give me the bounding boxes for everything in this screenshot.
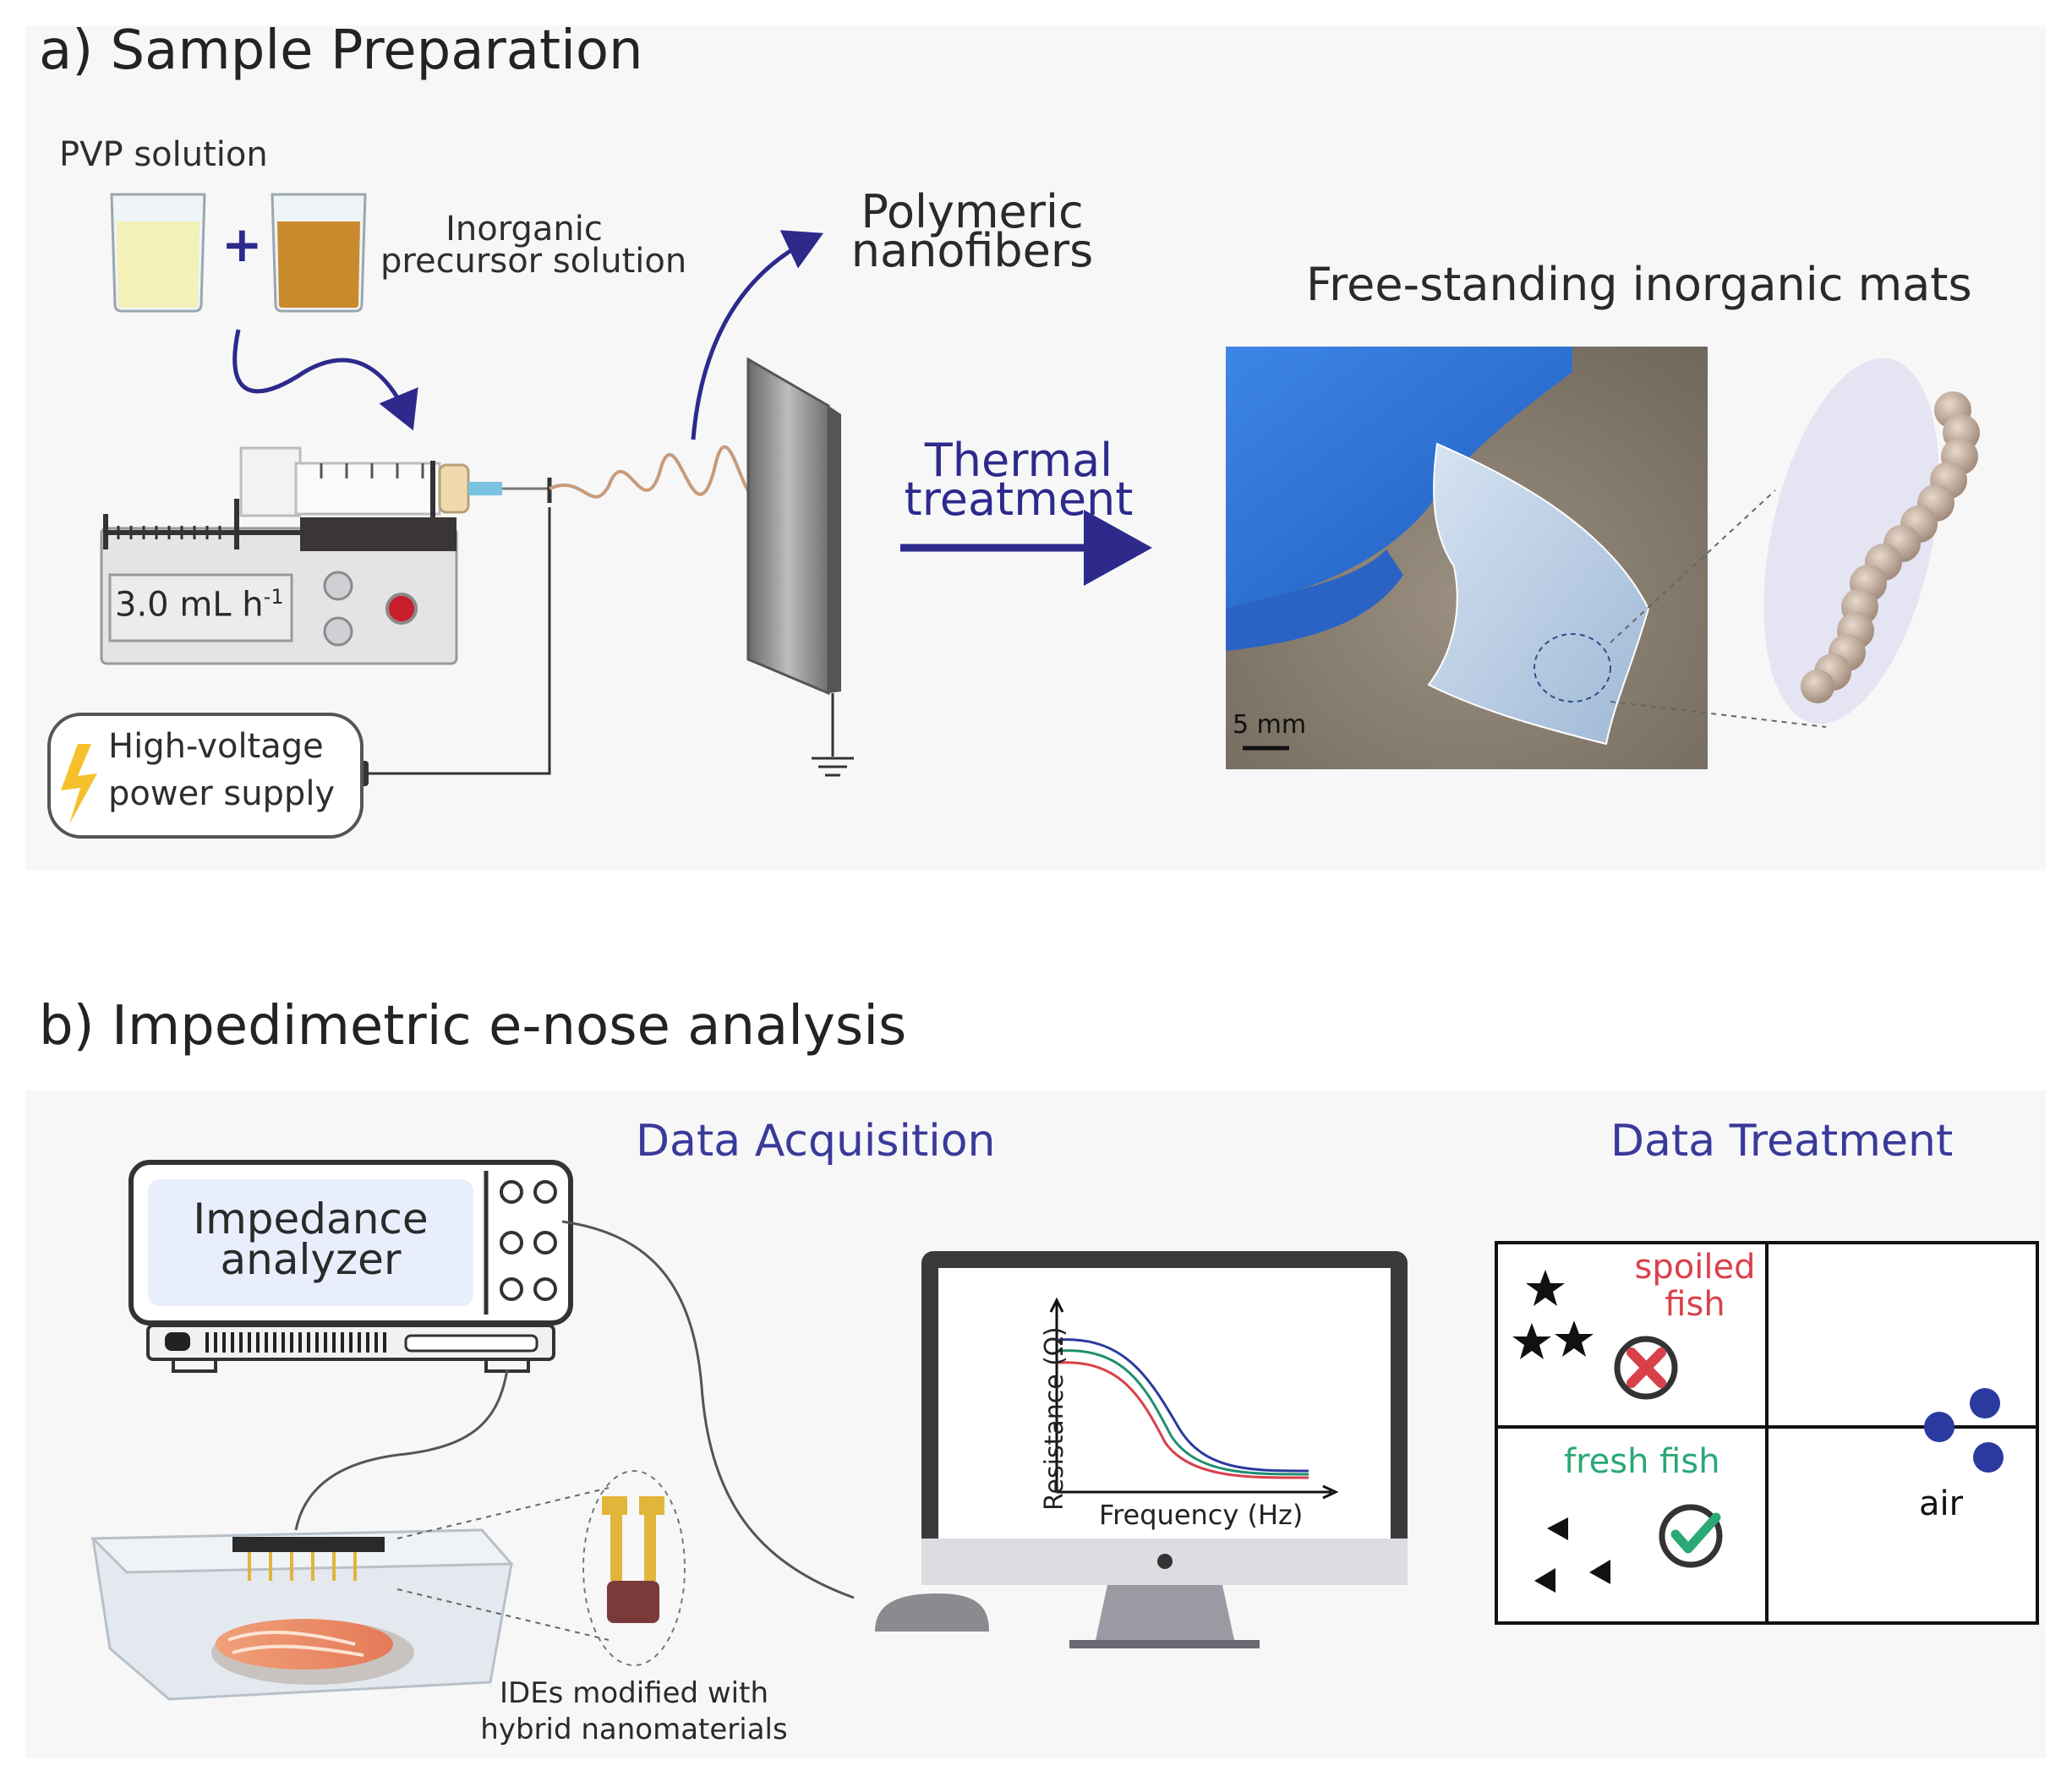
ide-sensor — [602, 1496, 664, 1623]
plot-x-label: Frequency (Hz) — [1099, 1499, 1304, 1531]
inorganic-label-line1: Inorganic — [446, 210, 603, 249]
section-b-title: b) Impedimetric e-nose analysis — [39, 995, 907, 1058]
ides-label-line1: IDEs modified with — [499, 1676, 769, 1710]
section-a-title: a) Sample Preparation — [39, 19, 643, 82]
air-markers — [1924, 1388, 2004, 1473]
food-container — [90, 1528, 515, 1701]
fiber-zoom — [1763, 358, 1939, 724]
mat-photo — [1226, 347, 1708, 769]
mix-arrow — [232, 329, 418, 431]
nanofiber-arrow — [691, 230, 824, 440]
air-label: air — [1919, 1484, 1964, 1523]
fresh-label: fresh fish — [1564, 1442, 1720, 1481]
impedance-analyzer — [128, 1160, 573, 1373]
pvp-beaker — [110, 193, 206, 313]
spoiled-markers — [1512, 1270, 1594, 1359]
thermal-label-line2: treatment — [904, 473, 1134, 526]
power-supply-box — [47, 713, 364, 839]
scale-bar-label: 5 mm — [1233, 710, 1307, 740]
check-icon — [1659, 1504, 1723, 1568]
mats-title: Free-standing inorganic mats — [1306, 258, 1972, 311]
cable-to-box — [294, 1369, 509, 1531]
section-a-panel — [25, 25, 2046, 871]
ides-label-line2: hybrid nanomaterials — [480, 1713, 788, 1746]
thermal-label-line1: Thermal — [924, 434, 1113, 487]
classification-plot — [1495, 1241, 2039, 1625]
reject-icon — [1614, 1336, 1678, 1400]
power-label-line1: High-voltage — [108, 727, 324, 766]
hv-wire — [364, 507, 551, 775]
cable-to-mouse — [561, 1220, 855, 1599]
ide-zoom — [582, 1470, 686, 1666]
analyzer-label-line2: analyzer — [220, 1235, 402, 1284]
nanofibers-label-line1: Polymeric — [861, 185, 1084, 238]
precursor-beaker — [271, 193, 367, 313]
pvp-label: PVP solution — [59, 135, 268, 174]
nanofibers-label-line2: nanofibers — [850, 224, 1094, 277]
analyzer-label-line1: Impedance — [193, 1194, 429, 1244]
inorganic-label-line2: precursor solution — [380, 242, 687, 281]
ground-icon — [812, 757, 854, 777]
spoiled-label-line2: fish — [1665, 1285, 1725, 1324]
collector-plate — [746, 357, 830, 696]
spoiled-label-line1: spoiled — [1634, 1248, 1756, 1287]
lightning-icon — [61, 744, 97, 824]
plus-sign: + — [221, 216, 263, 273]
power-label-line2: power supply — [108, 774, 336, 813]
mouse — [875, 1593, 989, 1632]
plot-y-label: Resistance (Ω) — [1039, 1326, 1069, 1511]
acquisition-title: Data Acquisition — [636, 1116, 996, 1167]
flow-rate-display: 3.0 mL h-1 — [115, 585, 284, 625]
syringe-pump — [100, 446, 549, 665]
nanofiber-beads — [1801, 391, 1980, 703]
monitor — [921, 1251, 1408, 1648]
treatment-title: Data Treatment — [1610, 1116, 1954, 1167]
fresh-markers — [1534, 1517, 1610, 1593]
